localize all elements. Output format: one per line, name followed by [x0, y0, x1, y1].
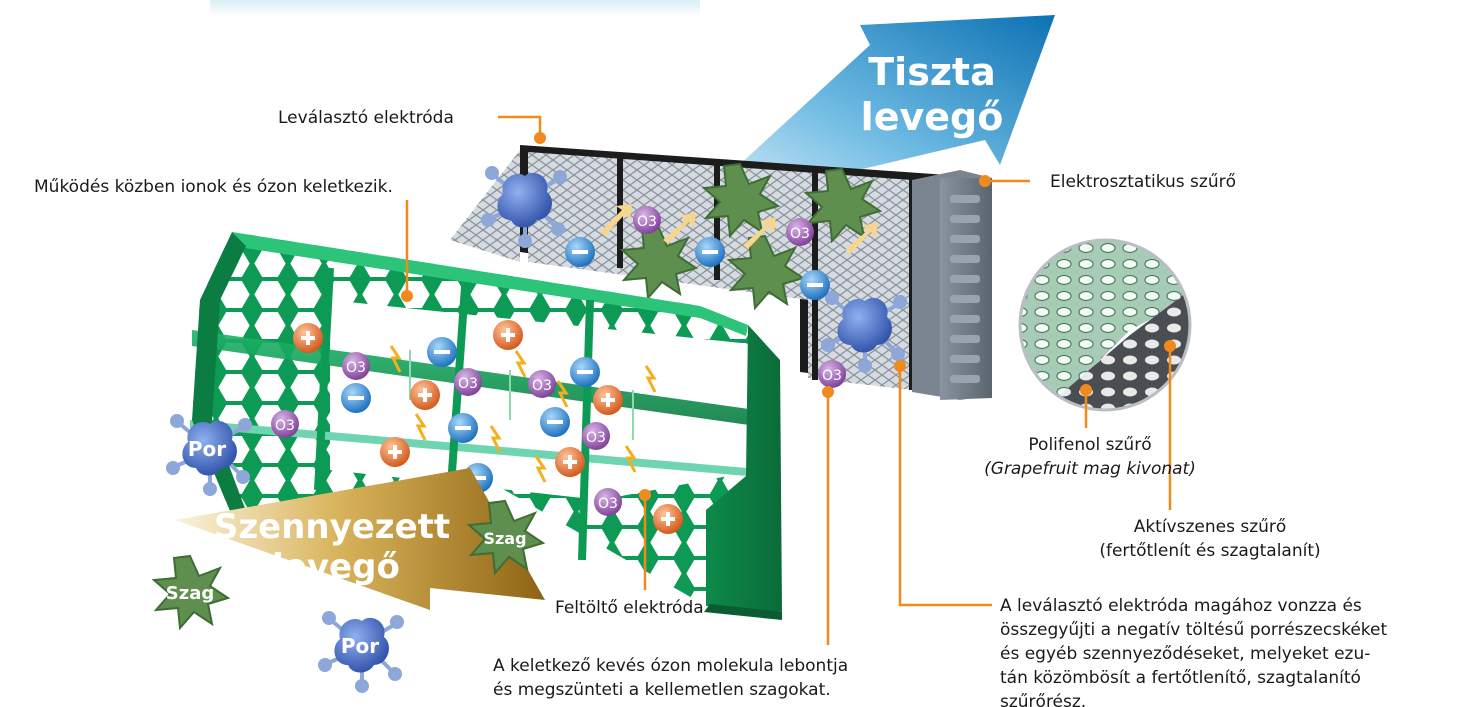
- odor-particle-icon: Szag: [153, 555, 229, 629]
- activated-carbon-label: Aktívszenes szűrő: [1133, 517, 1287, 537]
- ozone-note-line2: és megszünteti a kellemetlen szagokat.: [493, 680, 831, 700]
- leader-lines: [405, 115, 1172, 645]
- clean-air-label-line2: levegő: [861, 95, 1004, 139]
- green-frame-top-edge: [232, 232, 748, 336]
- negative-ion-icon: [540, 407, 570, 437]
- svg-text:O3: O3: [346, 360, 366, 376]
- dust-particle-icon: Por: [164, 412, 254, 498]
- svg-text:Szag: Szag: [483, 529, 526, 548]
- top-glow-band: [210, 0, 700, 16]
- separator-note-line1: A leválasztó elektróda magához vonzza és: [1000, 596, 1362, 616]
- separator-note-line4: tán közömbösít a fertőtlenítő, szagtalan…: [1000, 668, 1361, 688]
- separator-note-line2: összegyűjti a negatív töltésű porrészecs…: [1000, 620, 1388, 640]
- svg-text:O3: O3: [532, 378, 552, 394]
- separator-electrode-label: Leválasztó elektróda: [278, 108, 454, 128]
- ozone-molecule-icon: O3: [528, 370, 556, 398]
- svg-text:O3: O3: [822, 368, 842, 384]
- odor-particle-icon: Szag: [468, 500, 544, 574]
- ozone-molecule-icon: O3: [342, 352, 370, 380]
- positive-ion-icon: [293, 323, 323, 353]
- svg-text:O3: O3: [458, 376, 478, 392]
- svg-text:O3: O3: [586, 430, 606, 446]
- separator-note-line3: és egyéb szennyeződéseket, melyeket ezu-: [1000, 644, 1371, 664]
- ozone-note-line1: A keletkező kevés ózon molekula lebontja: [493, 656, 849, 676]
- ozone-molecule-icon: O3: [786, 218, 814, 246]
- negative-ion-icon: [427, 337, 457, 367]
- positive-ion-icon: [593, 385, 623, 415]
- charging-electrode-label: Feltöltő elektróda: [555, 598, 704, 618]
- positive-ion-icon: [555, 447, 585, 477]
- positive-ion-icon: [380, 437, 410, 467]
- svg-text:O3: O3: [598, 496, 618, 512]
- ozone-molecule-icon: O3: [454, 368, 482, 396]
- positive-ion-icon: [653, 504, 683, 534]
- ozone-molecule-icon: O3: [271, 410, 299, 438]
- dust-particle-icon: Por: [316, 609, 406, 695]
- separator-note-line5: szűrőrész.: [1000, 692, 1087, 707]
- polluted-air-label-line1: Szennyezett: [214, 507, 450, 547]
- positive-ion-icon: [410, 380, 440, 410]
- ozone-molecule-icon: O3: [633, 206, 661, 234]
- electrostatic-filter-label: Elektrosztatikus szűrő: [1050, 172, 1237, 192]
- ozone-molecule-icon: O3: [818, 360, 846, 388]
- polluted-air-arrow: [175, 468, 545, 610]
- polluted-air-label-line2: levegő: [272, 547, 400, 587]
- svg-text:O3: O3: [637, 214, 657, 230]
- negative-ion-icon: [695, 237, 725, 267]
- activated-carbon-note: (fertőtlenít és szagtalanít): [1099, 541, 1321, 561]
- clean-air-arrow: [690, 15, 1055, 210]
- polyphenol-filter-note: (Grapefruit mag kivonat): [984, 459, 1196, 479]
- negative-ion-icon: [448, 413, 478, 443]
- negative-ion-icon: [341, 383, 371, 413]
- clean-air-label-line1: Tiszta: [868, 50, 996, 94]
- negative-ion-icon: [565, 237, 595, 267]
- ozone-molecule-icon: O3: [594, 488, 622, 516]
- svg-text:Por: Por: [341, 634, 379, 658]
- filter-detail-magnifier: [1018, 238, 1192, 412]
- svg-text:Por: Por: [188, 437, 226, 461]
- airflow-arrows: [600, 204, 878, 254]
- svg-text:O3: O3: [275, 418, 295, 434]
- ions-ozone-label: Működés közben ionok és ózon keletkezik.: [34, 177, 393, 197]
- svg-text:O3: O3: [790, 226, 810, 242]
- negative-ion-icon: [570, 357, 600, 387]
- positive-ion-icon: [493, 320, 523, 350]
- svg-text:Szag: Szag: [166, 583, 214, 604]
- ozone-molecule-icon: O3: [582, 422, 610, 450]
- polyphenol-filter-label: Polifenol szűrő: [1028, 435, 1152, 455]
- negative-ion-icon: [800, 270, 830, 300]
